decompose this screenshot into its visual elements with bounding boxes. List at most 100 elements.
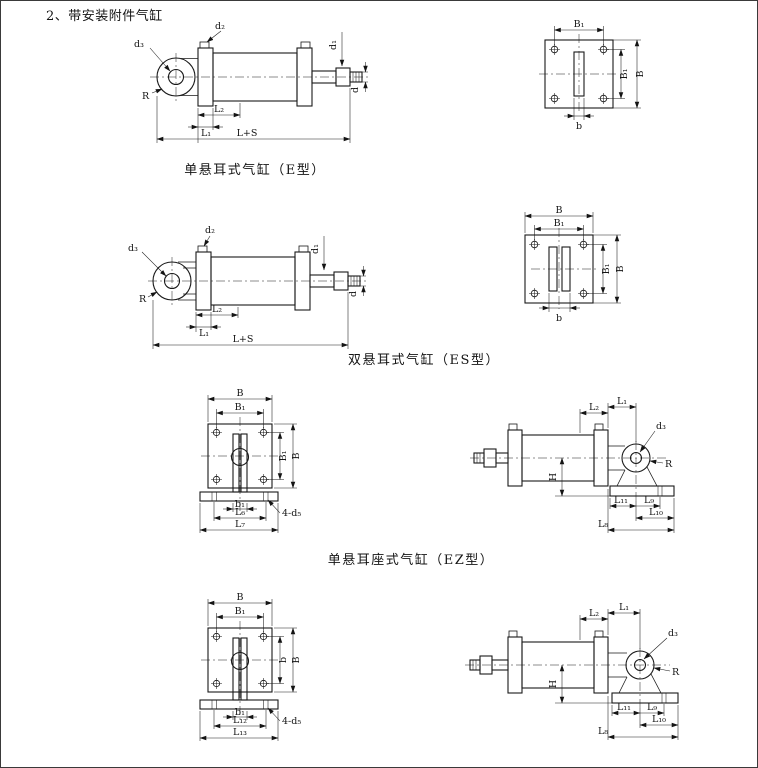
cylinder [195,245,311,311]
dim-label-B1-top: B₁ [574,19,585,30]
dim-label-L1: L₁ [619,602,629,613]
centerlines [531,228,597,309]
dimension-lines [199,395,297,533]
dim-label-L8: L₈ [598,726,608,737]
dim-label-H: H [548,680,559,688]
dim-label-L7: L₇ [235,519,245,530]
ez-type-caption: 单悬耳座式气缸（EZ型） [328,552,495,568]
dim-label-d1: d₁ [328,40,339,50]
dim-label-B1-right: B₁ [601,263,612,274]
dim-label-B1-top: B₁ [554,218,565,229]
flange-and-bracket [199,423,279,502]
dim-label-d1: d₁ [310,244,321,254]
dim-label-B1-top: B₁ [235,606,246,617]
dim-label-L2: L₂ [214,104,224,115]
dim-label-B-right: B [291,452,302,459]
dimension-lines [524,212,621,312]
dim-label-d2: d₂ [215,21,225,32]
dimension-lines [555,609,679,740]
dim-label-R: R [665,459,673,470]
cylinder [507,423,609,487]
centerlines [148,257,366,305]
dim-label-d3: d₃ [128,243,138,254]
dim-label-B-right: B [291,656,302,663]
es-type-end-view: B B₁ B₁ B b [524,205,626,324]
dim-label-L9: L₉ [647,702,657,713]
dim-label-L6: L₆ [235,507,245,518]
ez-type-side-view: L₂ L₁ d₃ R H L₁₁ L₉ L₁₀ L₈ [470,396,675,533]
dim-label-L11: L₁₁ [614,495,628,506]
dim-label-d3: d₃ [668,628,678,639]
dim-label-B-right: B [615,265,626,272]
double-clevis-eye [152,261,196,301]
flange-and-bracket [199,627,279,710]
centerlines [465,648,670,708]
dim-label-L11: L₁₁ [617,702,631,713]
dim-label-b-right: b [278,657,289,663]
cylinder [197,41,313,107]
flange [544,39,614,109]
dim-label-L1: L₁ [199,328,209,339]
dim-label-d3: d₃ [656,421,666,432]
piston-rod [309,271,361,291]
dim-label-d: d [348,291,359,297]
dim-label-R: R [672,667,680,678]
ez-type-front-view: B B₁ B₁ B b₁ L₆ 4-d₅ L₇ [199,388,302,533]
centerlines [150,53,370,101]
centerlines [201,621,279,720]
dimension-lines [199,599,297,741]
dim-label-B-right: B [635,70,646,77]
dim-label-B1-top: B₁ [235,402,246,413]
dimension-lines [149,30,368,143]
dim-label-H: H [548,473,559,481]
piston-rod [473,448,509,468]
piston-rod [311,67,363,87]
dim-label-L2: L₂ [589,402,599,413]
es-type-caption: 双悬耳式气缸（ES型） [348,352,500,368]
dim-label-4-d5: 4-d₅ [282,508,301,519]
ez2-type-front-view: B B₁ b B b₁ L₁₂ 4-d₅ L₁₃ [199,592,302,741]
dim-label-d2: d₂ [205,225,215,236]
dim-label-4-d5: 4-d₅ [282,716,301,727]
centerlines [201,417,279,512]
centerlines [539,34,619,114]
dim-label-b1: b₁ [235,499,245,510]
e-type-end-view: B₁ B₁ B b [539,19,646,132]
dim-label-L8: L₈ [598,519,608,530]
dim-label-R: R [139,294,147,305]
dim-label-B-top: B [237,388,244,399]
flange [524,234,594,304]
ez2-type-side-view: L₂ L₁ d₃ R H L₁₁ L₉ L₁₀ L₈ [465,602,680,740]
dimension-lines [141,235,366,349]
dim-label-L2: L₂ [212,304,222,315]
dim-label-L10: L₁₀ [652,714,666,725]
dim-label-L12: L₁₂ [233,715,247,726]
e-type-caption: 单悬耳式气缸（E型） [184,162,326,178]
dimension-lines [555,403,675,533]
dim-label-L1: L₁ [617,396,627,407]
dim-label-R: R [142,91,150,102]
page-title: 2、带安装附件气缸 [46,8,163,24]
dimension-lines [554,26,641,120]
dim-label-d: d [350,87,361,93]
dim-label-B1-right: B₁ [619,68,630,79]
dim-label-L13: L₁₃ [233,727,247,738]
dim-label-L9: L₉ [644,495,654,506]
dim-label-b1: b₁ [235,707,245,718]
es-type-side-view: d₃ d₂ d₁ d R L₁ L₂ L+S [128,225,366,349]
centerlines [470,441,666,501]
dim-label-B1-right: B₁ [278,450,289,461]
dim-label-L1: L₁ [201,128,211,139]
piston-rod [469,655,509,675]
e-type-side-view: d₃ d₂ d₁ d R L₁ L₂ L+S [134,21,370,143]
clevis-eye [156,57,198,97]
dim-label-L-plus-S: L+S [233,334,254,345]
dim-label-d3: d₃ [134,39,144,50]
dim-label-b: b [556,313,562,324]
dim-label-L2: L₂ [589,608,599,619]
dim-label-L10: L₁₀ [649,507,663,518]
dim-label-B-top: B [556,205,563,216]
cylinder [507,630,609,694]
